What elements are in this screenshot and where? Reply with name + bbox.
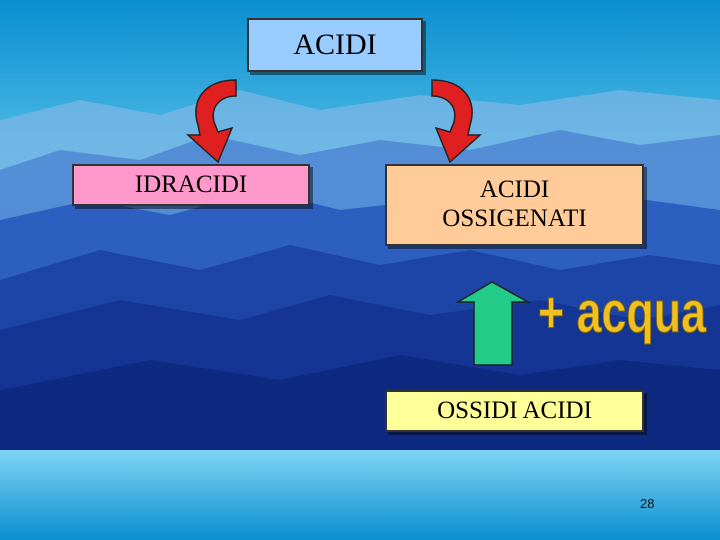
- node-idracidi: IDRACIDI: [72, 164, 310, 206]
- up-green-arrow-icon: [455, 281, 531, 366]
- svg-text:+ acqua: + acqua: [538, 280, 707, 345]
- node-acidi: ACIDI: [247, 18, 423, 72]
- node-acidi-label: ACIDI: [293, 27, 377, 61]
- node-acidi-ossigenati-label: ACIDI OSSIGENATI: [442, 176, 587, 232]
- curved-red-arrow-icon: [431, 79, 482, 164]
- node-ossidi-acidi: OSSIDI ACIDI: [385, 390, 644, 432]
- node-idracidi-label: IDRACIDI: [134, 170, 248, 198]
- plus-acqua-label: + acqua: [538, 280, 708, 346]
- curved-red-arrow-icon: [186, 79, 237, 164]
- node-acidi-ossigenati: ACIDI OSSIGENATI: [385, 164, 644, 246]
- node-ossidi-acidi-label: OSSIDI ACIDI: [437, 396, 592, 424]
- page-number: 28: [640, 496, 655, 511]
